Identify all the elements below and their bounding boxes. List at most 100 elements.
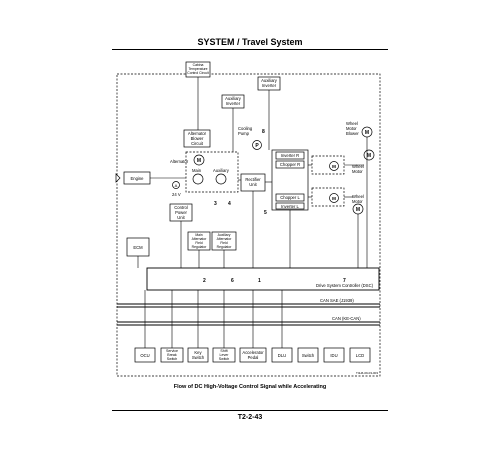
alt-motor-symbol: M bbox=[197, 158, 201, 164]
inverter-l-box bbox=[275, 202, 305, 210]
sbs-label-2: Break bbox=[167, 353, 177, 357]
rectifier-label-1: Rectifier bbox=[245, 177, 261, 182]
wheel-motor-blower-label-2: Motor bbox=[346, 126, 357, 131]
chopper-l-box bbox=[275, 193, 305, 202]
alternator-group bbox=[185, 151, 239, 193]
key-switch-label-1: Key bbox=[194, 350, 202, 355]
ecm-label: ECM bbox=[133, 245, 143, 250]
sls-label-2: Lever bbox=[220, 353, 230, 357]
wheel-motor-l-label-1: Wheel bbox=[352, 194, 364, 199]
aux-inverter-top-label-2: Inverter bbox=[262, 83, 277, 88]
footer-rule bbox=[112, 410, 388, 411]
key-switch-label-2: Switch bbox=[192, 355, 205, 360]
left-wheel-assembly bbox=[311, 187, 345, 207]
aaf-label-1: Auxiliary bbox=[218, 233, 231, 237]
diagram-frame bbox=[116, 73, 381, 377]
step-7: 7 bbox=[343, 278, 346, 284]
ammeter-letter: A bbox=[175, 183, 178, 188]
wheel-motor-l-label-2: Motor bbox=[352, 199, 363, 204]
left-motor-symbol: M bbox=[332, 196, 336, 201]
right-blower-symbol: M bbox=[367, 153, 371, 159]
pump-letter: P bbox=[255, 143, 259, 149]
cpu-label-2: Power bbox=[175, 210, 187, 215]
cpu-label-1: Control bbox=[174, 205, 188, 210]
24v-label: 24 V bbox=[172, 192, 181, 197]
can-ke-label: CAN (KE-CAN) bbox=[332, 316, 361, 321]
cabin-temp-label-1: Cabina bbox=[193, 63, 204, 67]
step-1: 1 bbox=[258, 278, 261, 284]
main-alternator-coil bbox=[192, 173, 204, 185]
header-rule bbox=[112, 49, 388, 50]
sls-label-3: Switch bbox=[219, 357, 230, 361]
ocu-label: OCU bbox=[140, 353, 149, 358]
sbs-label-3: Switch bbox=[167, 357, 178, 361]
alt-blower-label-1: Alternator bbox=[188, 131, 207, 136]
figure-id: T4H6-09-03-003 bbox=[356, 371, 378, 375]
step-3: 3 bbox=[214, 201, 217, 207]
maf-label-1: Main bbox=[195, 233, 202, 237]
dlu-label: DLU bbox=[278, 353, 286, 358]
engine-left-valve bbox=[115, 173, 121, 183]
lcd-label: LCD bbox=[356, 353, 364, 358]
aaf-label-4: Regulator bbox=[217, 245, 233, 249]
right-wheel-motor bbox=[329, 161, 339, 171]
chopper-r-box bbox=[275, 160, 305, 169]
wheel-motor-blower-label-3: Blower bbox=[346, 131, 359, 136]
step-2: 2 bbox=[203, 278, 206, 284]
cooling-pump-label-1: Cooling bbox=[238, 126, 253, 131]
bottom-components: OCU Service Break Switch Key Switch Shif… bbox=[134, 347, 371, 363]
aux-alternator-coil bbox=[215, 173, 227, 185]
right-wheel-assembly bbox=[311, 155, 345, 175]
alt-blower-label-2: Blower bbox=[191, 136, 204, 141]
alternator-blower-circuit-box bbox=[183, 129, 211, 148]
aux-inverter-top-label-1: Auxiliary bbox=[261, 78, 278, 83]
inverter-r-label: Inverter R bbox=[281, 153, 299, 158]
page-title: SYSTEM / Travel System bbox=[197, 37, 303, 47]
ammeter-symbol bbox=[172, 181, 180, 189]
maf-label-4: Regulator bbox=[192, 245, 208, 249]
sls-label-1: Shift bbox=[220, 349, 227, 353]
wheel-motor-r-label-2: Motor bbox=[352, 169, 363, 174]
maf-label-3: Field bbox=[195, 241, 202, 245]
figure-caption: Flow of DC High-Voltage Control Signal w… bbox=[173, 384, 327, 390]
lcd-box bbox=[349, 347, 371, 363]
alternator-label: Alternator bbox=[170, 159, 189, 164]
main-alternator-label: Main bbox=[192, 168, 202, 173]
page-number: T2-2-43 bbox=[237, 414, 263, 421]
alt-blower-label-3: Circuit bbox=[191, 141, 204, 146]
inverter-l-label: Inverter L bbox=[281, 204, 299, 209]
idu-label: IDU bbox=[330, 353, 337, 358]
sbs-label-1: Service bbox=[166, 349, 178, 353]
accel-label-2: Pedal bbox=[248, 355, 259, 360]
step-8: 8 bbox=[262, 129, 265, 135]
switch-box bbox=[297, 347, 319, 363]
cooling-pump-symbol bbox=[252, 140, 262, 150]
aaf-label-2: Alternator bbox=[217, 237, 233, 241]
aux-alternator-label: Auxiliary bbox=[213, 168, 230, 173]
wheel-motor-blower-label-1: Wheel bbox=[346, 121, 358, 126]
can-sae-label: CAN SAE (J1939) bbox=[320, 298, 354, 303]
left-wheel-motor bbox=[329, 193, 339, 203]
rectifier-label-2: Unit bbox=[249, 182, 257, 187]
cooling-pump-label-2: Pump bbox=[238, 131, 250, 136]
engine-label: Engine bbox=[130, 176, 144, 181]
left-blower-symbol: M bbox=[356, 207, 360, 213]
chopper-r-label: Chopper R bbox=[280, 162, 300, 167]
signal-lines bbox=[137, 77, 368, 348]
right-wheel-blower-motor bbox=[363, 149, 375, 161]
cabin-temp-label-3: Control Circuit bbox=[187, 71, 209, 75]
blower-motor-symbol: M bbox=[365, 130, 369, 136]
aaf-label-3: Field bbox=[220, 241, 227, 245]
aux-inverter-mid-label-1: Auxiliary bbox=[225, 96, 242, 101]
wheel-motor-r-label-1: Wheel bbox=[352, 164, 364, 169]
step-4: 4 bbox=[228, 201, 231, 207]
step-5: 5 bbox=[264, 210, 267, 216]
inverter-r-box bbox=[275, 151, 305, 160]
cpu-label-3: Unit bbox=[177, 215, 185, 220]
step-numbers: 8 3 4 5 2 6 1 7 bbox=[203, 129, 346, 284]
chopper-l-label: Chopper L bbox=[280, 195, 300, 200]
aux-inverter-mid-label-2: Inverter bbox=[226, 101, 241, 106]
maf-label-2: Alternator bbox=[192, 237, 208, 241]
